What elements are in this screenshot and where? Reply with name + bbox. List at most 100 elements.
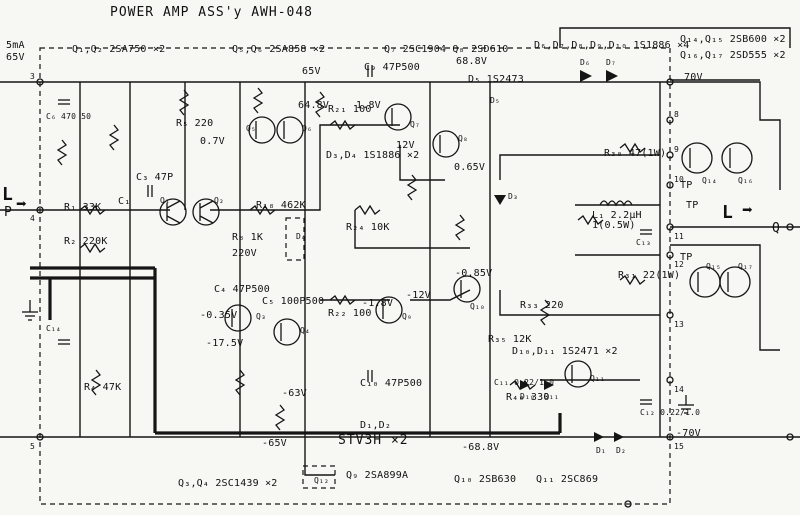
component-label-r31: R₃₁ 22(1W) [618, 270, 681, 281]
resistor-r1 [79, 204, 106, 216]
component-label-ll: 1(0.5W) [592, 220, 636, 231]
diode-tag-d2: D₂ [616, 446, 627, 455]
rail-label-68-8v: 68.8V [456, 56, 488, 67]
ground-label-q12: Q₁₂ [314, 476, 330, 485]
transistor-q2-emitter [199, 215, 214, 224]
resistor-r22 [329, 294, 356, 306]
input-current: 5mA [6, 40, 25, 51]
resistor-r18 [249, 204, 276, 216]
diode-d3 [494, 195, 506, 205]
transistor-q1 [159, 198, 187, 226]
board-outline [39, 47, 671, 505]
diode-d1 [594, 432, 604, 442]
part-label-d3-d4: D₃,D₄ 1S1886 ×2 [326, 150, 420, 161]
output-test-point-3: TP [680, 252, 693, 263]
component-label-c4: C₄ 47P500 [214, 284, 270, 295]
part-label-d10-d11: D₁₀,D₁₁ 1S2471 ×2 [512, 346, 618, 357]
resistor-r4 [108, 124, 120, 151]
rail-label-neg-70v: -70V [676, 428, 701, 439]
terminal-8 [666, 116, 674, 124]
component-label-c14: C₁₄ [46, 324, 62, 333]
resistor-r16 [90, 369, 102, 396]
diode-tag-d7: D₇ [606, 58, 617, 67]
signal-path-q15-bias [670, 244, 780, 351]
voltage-label-0-7v: 0.7V [200, 136, 225, 147]
transistor-tag-q11: Q₁₁ [590, 374, 606, 383]
resistor-r31 [619, 274, 646, 286]
terminal-number-10: 10 [674, 175, 685, 184]
signal-path-q14-bias [670, 81, 781, 190]
resistor-r40 [509, 379, 536, 391]
transistor-q1-collector [166, 200, 181, 209]
transistor-q8 [432, 130, 460, 158]
part-label-d1-d2: D₁,D₂ [360, 420, 392, 431]
rail-label-64-8v: 64.8V [298, 100, 330, 111]
terminal-4 [36, 206, 44, 214]
signal-path-q10 [410, 289, 471, 301]
ground-symbol-left [22, 300, 38, 321]
transistor-tag-q1: Q₁ [160, 196, 171, 205]
terminal-number-4: 4 [30, 214, 36, 223]
component-label-r5: R₅ 220 [176, 118, 214, 129]
part-label-q5-q6: Q₅,Q₆ 2SA858 ×2 [232, 44, 326, 55]
component-label-c9: C₉ 47P500 [364, 62, 420, 73]
component-label-c10: C₁₀ 47P500 [360, 378, 423, 389]
resistor-r30 [619, 142, 646, 154]
transistor-q16 [721, 142, 753, 174]
diode-tag-d1: D₁ [596, 446, 607, 455]
voltage-label-12v: 12V [396, 140, 415, 151]
resistor-r15 [314, 91, 326, 118]
terminal-number-13: 13 [674, 320, 685, 329]
diode-tag-d6: D₆ [580, 58, 591, 67]
voltage-label-neg-0-85v: -0.85V [455, 268, 493, 279]
transistor-tag-q10: Q₁₀ [470, 302, 486, 311]
output-test-point: TP [686, 200, 699, 211]
transistor-q6 [276, 116, 304, 144]
part-label-q14-q15: Q₁₄,Q₁₅ 2SB600 ×2 [680, 34, 786, 45]
input-channel-l: L [2, 184, 14, 205]
terminal-number-9: 9 [674, 145, 680, 154]
terminal-14 [666, 376, 674, 384]
part-label-d6-d8: D₆,D₇,D₈,D₉,D₁₀ 1S1886 ×4 [534, 40, 690, 51]
transistor-q15 [689, 266, 721, 298]
voltage-label-neg-0-35v: -0.35V [200, 310, 238, 321]
component-label-r40: R₄₀ 330 [506, 392, 550, 403]
resistor-r24 [354, 204, 381, 216]
diode-d2 [614, 432, 624, 442]
resistor-r21 [329, 119, 356, 131]
part-label-stv3h: STV3H ×2 [338, 433, 409, 448]
transistor-tag-q14: Q₁₄ [702, 176, 718, 185]
input-arrow-icon: ➡ [16, 194, 27, 215]
resistor-r10 [274, 404, 286, 431]
transistor-tag-q7: Q₇ [410, 120, 421, 129]
diode-tag-d5: D₅ [490, 96, 501, 105]
terminal-bottom [624, 500, 632, 508]
resistor-r28 [577, 214, 604, 226]
resistor-r9 [234, 369, 246, 396]
component-label-r35: R₃₅ 12K [488, 334, 532, 345]
input-voltage: 65V [6, 52, 25, 63]
component-label-c12: C₁₂ 0.22/1.0 [640, 408, 701, 417]
part-label-d5: D₅ 1S2473 [468, 74, 524, 85]
component-label-c11: C₁₁ 0.22/1.0 [494, 378, 555, 387]
transistor-tag-q4: Q₄ [300, 326, 311, 335]
transistor-tag-q17: Q₁₇ [738, 262, 754, 271]
terminal-number-5: 5 [30, 442, 36, 451]
part-label-q1-q2: Q₁,Q₂ 2SA750 ×2 [72, 44, 166, 55]
rail-label-65v: 65V [302, 66, 321, 77]
component-label-r8: R₈ 1K [232, 232, 264, 243]
signal-path-q17 [499, 290, 660, 316]
output-terminal-q-label: Q [772, 221, 781, 236]
transistor-q7 [384, 103, 412, 131]
resistor-r14 [252, 87, 264, 114]
output-terminal-o [786, 433, 794, 441]
transistor-tag-q5: Q₅ [246, 124, 257, 133]
terminal-number-15: 15 [674, 442, 685, 451]
terminal-number-11: 11 [674, 232, 685, 241]
transistor-q5 [248, 116, 276, 144]
transistor-tag-q6: Q₆ [302, 124, 313, 133]
rail-label-neg-65v: -65V [262, 438, 287, 449]
output-terminal-q [786, 223, 794, 231]
transistor-tag-q8: Q₈ [458, 134, 469, 143]
diode-tag-d3: D₃ [508, 192, 519, 201]
